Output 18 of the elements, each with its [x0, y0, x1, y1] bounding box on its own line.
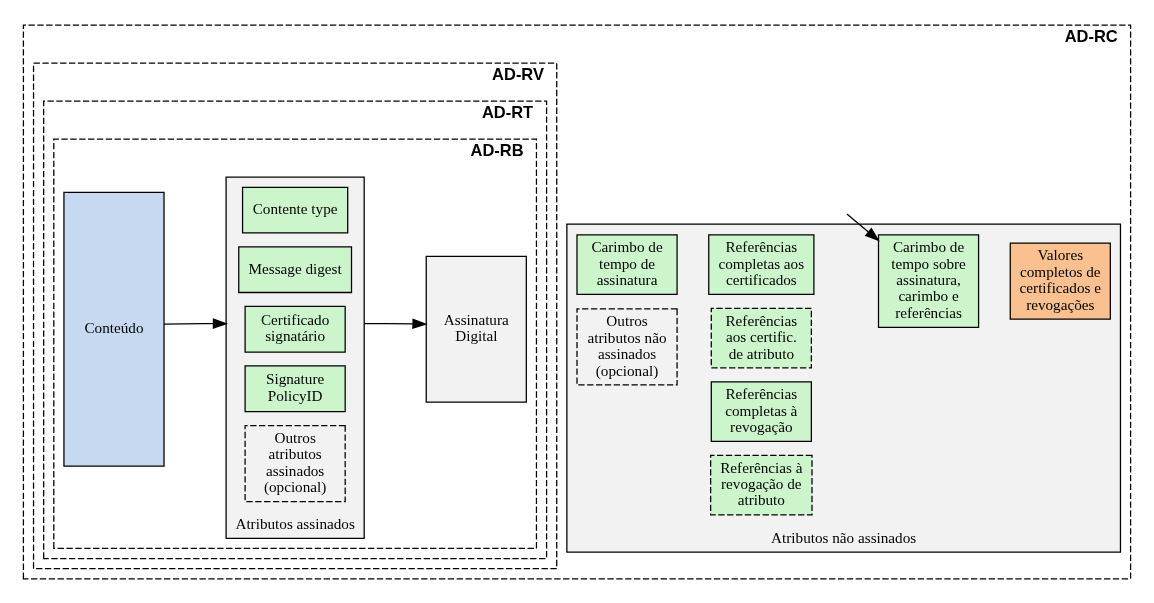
- node-box: Outros atributos não assinados (opcional): [576, 307, 678, 386]
- arrow: [363, 317, 428, 329]
- node-box: Outros atributos assinados (opcional): [244, 424, 346, 502]
- arrow: [846, 212, 880, 241]
- node-box: Assinatura Digital: [425, 255, 527, 403]
- node-box: Conteúdo: [63, 191, 165, 467]
- node-box: Message digest: [238, 245, 353, 293]
- node-box: Carimbo de tempo de assinatura: [576, 233, 678, 295]
- node-box: Referências aos certific. de atributo: [710, 307, 812, 368]
- arrow: [163, 317, 228, 329]
- node-box: Certificado signatário: [244, 305, 346, 353]
- node-box: Referências completas à revogação: [710, 380, 812, 442]
- node-box: Carimbo de tempo sobre assinatura, carimbo e referências: [877, 233, 980, 328]
- node-box: Contente type: [241, 186, 349, 234]
- node-box: Referências completas aos certificados: [708, 233, 815, 295]
- node-box: Valores completos de certificados e revogações: [1009, 241, 1111, 320]
- node-box: Referências à revogação de atributo: [710, 454, 813, 515]
- node-box: Signature PolicyID: [244, 364, 346, 412]
